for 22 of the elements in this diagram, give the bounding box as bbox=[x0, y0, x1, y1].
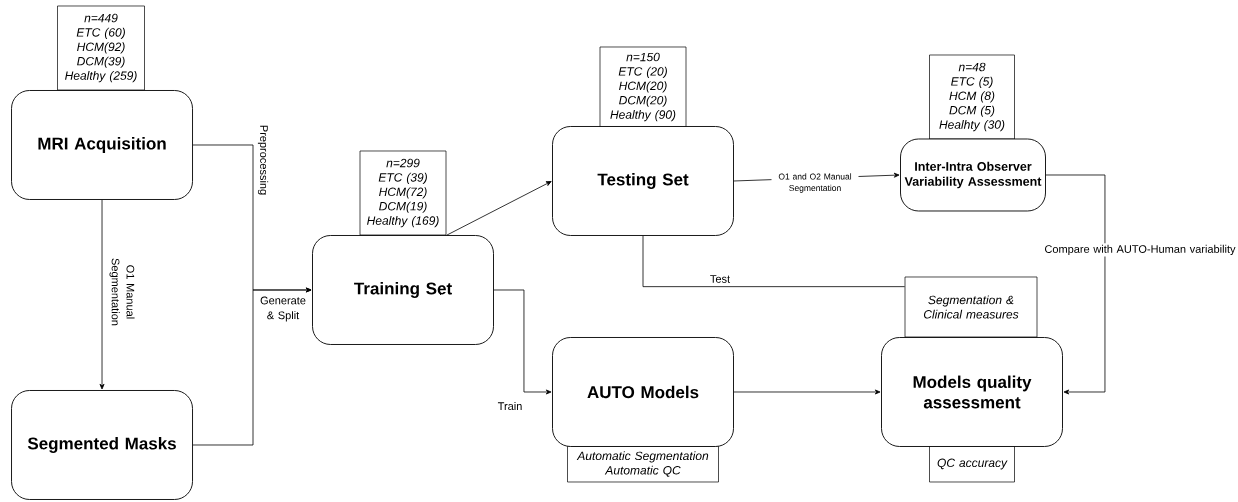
arrow bbox=[493, 289, 552, 395]
data-box: n=299 ETC (39) HCM(72) DCM(19) Healthy (169) bbox=[359, 150, 447, 236]
data-box: n=150 ETC (20) HCM(20) DCM(20) Healthy (90) bbox=[599, 46, 687, 128]
edge-label: Compare with AUTO-Human variability bbox=[1038, 243, 1238, 257]
edge-label: O1 and O2 Manual Segmentation bbox=[771, 171, 859, 195]
process-box: Inter-Intra Observer Variability Assessment bbox=[900, 138, 1046, 212]
edge-label: O1 Manual Segmentation bbox=[109, 258, 135, 326]
data-box: n=449 ETC (60) HCM(92) DCM(39) Healthy (259) bbox=[57, 5, 145, 91]
edge-label: Test bbox=[710, 275, 731, 283]
arrow bbox=[99, 199, 105, 390]
edge-label: Train bbox=[497, 401, 522, 411]
arrow bbox=[446, 181, 552, 236]
edge-label: Generate & Split bbox=[260, 296, 306, 322]
data-box: Automatic Segmentation Automatic QC bbox=[567, 445, 719, 483]
edge-label: Preprocessing bbox=[257, 125, 269, 195]
arrow bbox=[733, 389, 881, 395]
data-box: QC accuracy bbox=[929, 445, 1015, 483]
process-box: Segmented Masks bbox=[11, 390, 193, 500]
data-box: n=48 ETC (5) HCM (8) DCM (5) Healhty (30) bbox=[929, 54, 1015, 140]
arrow bbox=[192, 287, 312, 446]
data-box: Segmentation & Clinical measures bbox=[904, 276, 1038, 338]
arrow bbox=[1045, 174, 1106, 395]
